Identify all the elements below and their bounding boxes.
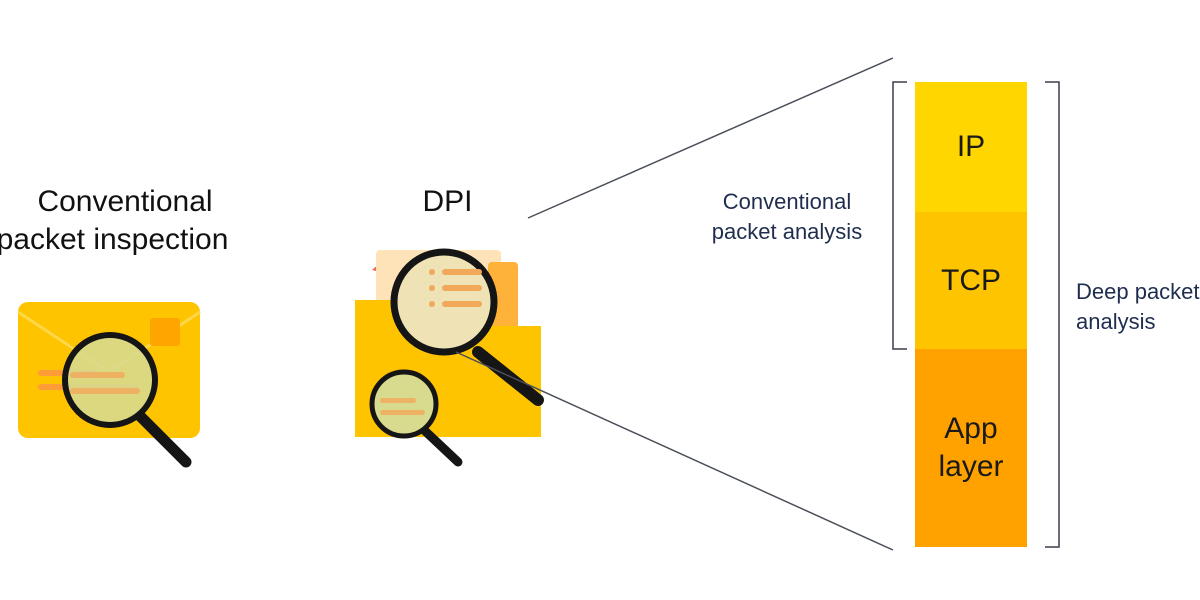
conventional-analysis-line1: Conventional — [722, 189, 852, 214]
magnifier-icon — [62, 332, 192, 468]
tcp-layer-label: TCP — [941, 263, 1001, 297]
ip-layer-block — [915, 82, 1027, 212]
deep-bracket — [1045, 81, 1060, 548]
deep-analysis-line1: Deep packet — [1076, 279, 1200, 304]
ip-layer-label: IP — [956, 130, 986, 163]
conventional-analysis-line2: packet analysis — [711, 219, 863, 244]
zoom-line-top — [527, 57, 894, 219]
magnifier-small-icon — [369, 369, 463, 467]
conventional-title: Conventional packet inspection — [0, 183, 270, 259]
zoom-line-bottom — [455, 351, 894, 551]
conventional-analysis-label: Conventional packet analysis — [696, 187, 878, 247]
app-layer-label: App layer — [938, 412, 1004, 483]
dpi-title: DPI — [422, 185, 473, 218]
tcp-layer-block — [915, 212, 1027, 349]
conventional-title-line1: Conventional — [37, 185, 213, 218]
conventional-bracket — [892, 81, 907, 350]
deep-analysis-line2: analysis — [1076, 309, 1156, 334]
deep-analysis-label: Deep packet analysis — [1076, 277, 1200, 337]
conventional-title-line2: packet inspection — [0, 223, 229, 256]
app-layer-block — [915, 349, 1027, 547]
